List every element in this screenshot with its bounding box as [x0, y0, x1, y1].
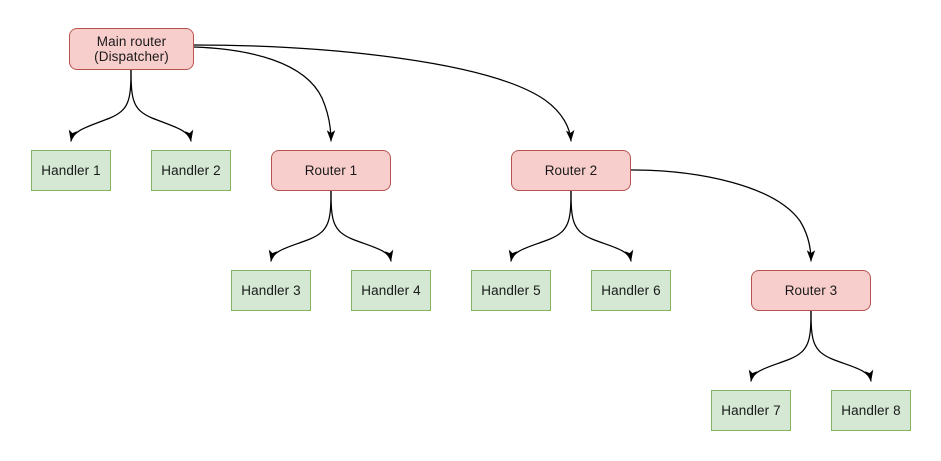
node-handler-3[interactable]: Handler 3 [231, 270, 311, 311]
node-handler-6-label: Handler 6 [601, 283, 661, 298]
node-handler-2-label: Handler 2 [161, 163, 221, 178]
edge-main-to-router-2 [193, 44, 575, 142]
node-router-1[interactable]: Router 1 [271, 150, 391, 191]
node-handler-5[interactable]: Handler 5 [471, 270, 551, 311]
node-router-2-label: Router 2 [544, 163, 598, 178]
edge-router-3-to-handler-8 [810, 310, 874, 382]
node-router-1-label: Router 1 [304, 163, 358, 178]
edge-main-to-router-1 [193, 46, 336, 142]
node-handler-6[interactable]: Handler 6 [591, 270, 671, 311]
node-main-router-label: Main router (Dispatcher) [94, 34, 169, 64]
node-router-2[interactable]: Router 2 [511, 150, 631, 191]
node-handler-7[interactable]: Handler 7 [711, 390, 791, 431]
node-main-router[interactable]: Main router (Dispatcher) [69, 28, 194, 70]
node-handler-8-label: Handler 8 [841, 403, 901, 418]
edge-router-2-to-handler-5 [508, 190, 572, 262]
edge-router-1-to-handler-4 [330, 190, 394, 262]
edge-main-to-handler-1 [68, 69, 132, 142]
edge-router-2-to-handler-6 [570, 190, 634, 262]
node-handler-5-label: Handler 5 [481, 283, 541, 298]
node-handler-3-label: Handler 3 [241, 283, 301, 298]
node-handler-2[interactable]: Handler 2 [151, 150, 231, 191]
node-handler-4[interactable]: Handler 4 [351, 270, 431, 311]
node-handler-8[interactable]: Handler 8 [831, 390, 911, 431]
edge-main-to-handler-2 [130, 69, 194, 142]
edge-router-1-to-handler-3 [268, 190, 332, 262]
node-handler-1-label: Handler 1 [41, 163, 101, 178]
edge-router-2-to-router-3 [630, 169, 816, 262]
node-handler-1[interactable]: Handler 1 [31, 150, 111, 191]
node-handler-4-label: Handler 4 [361, 283, 421, 298]
node-router-3-label: Router 3 [784, 283, 838, 298]
node-router-3[interactable]: Router 3 [751, 270, 871, 311]
node-handler-7-label: Handler 7 [721, 403, 781, 418]
edge-router-3-to-handler-7 [748, 310, 812, 382]
